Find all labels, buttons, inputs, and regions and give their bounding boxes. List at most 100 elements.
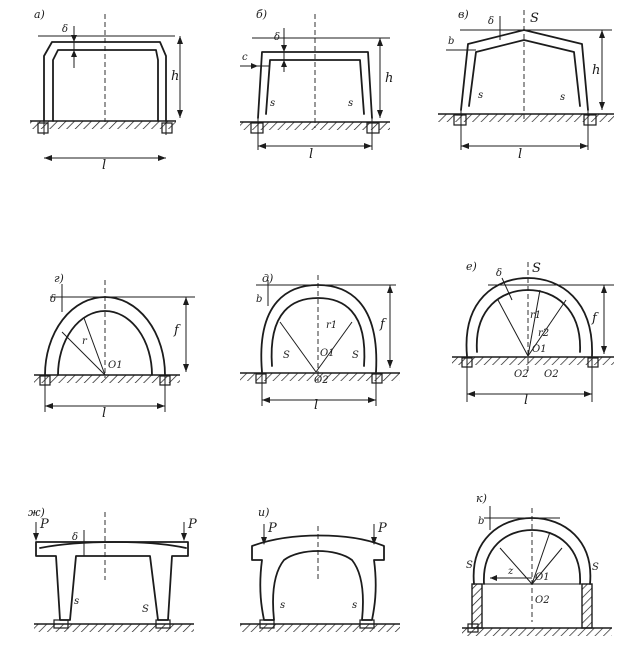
panel-zh-ground	[34, 624, 194, 632]
panel-d-s1-label: S	[283, 350, 290, 361]
panel-d-radius-line2	[315, 321, 353, 373]
panel-v: в) l h δ S b s s	[438, 8, 614, 162]
panel-k-wall-l	[472, 584, 482, 628]
panel-d-r1-label: r1	[326, 320, 337, 331]
panel-e-o1-label: O1	[532, 344, 547, 355]
panel-e-rise-arrow-b	[601, 346, 607, 354]
panel-a-height-arrow-b	[177, 110, 183, 118]
panel-b-height-arrow-b	[377, 110, 383, 118]
panel-zh-p1-arrow	[33, 533, 39, 541]
panel-i-tag: и)	[258, 506, 269, 519]
panel-g-radius-line2	[83, 317, 106, 376]
panel-g-o-label: O1	[108, 360, 123, 371]
panel-i-ground	[240, 624, 400, 632]
panel-b-frame-outer	[257, 51, 373, 119]
panel-a-tag: а)	[34, 8, 45, 21]
panel-a-support-r	[161, 122, 173, 134]
panel-e: е) r1 r2 O1 O2 O2 S δ l f	[452, 260, 614, 408]
panel-e-r2-label: r2	[538, 328, 549, 339]
panel-a: а) l h δ	[30, 8, 183, 173]
panel-v-s-top-label: S	[530, 11, 539, 26]
panel-v-height-arrow-b	[599, 102, 605, 110]
panel-v-span-label: l	[518, 147, 522, 162]
panel-k-o1-label: O1	[535, 572, 550, 583]
panel-v-s2-label: s	[560, 92, 565, 103]
panel-v-b-label: b	[448, 36, 454, 47]
panel-zh-slab-line	[39, 541, 187, 549]
panel-i-s1-label: s	[280, 600, 285, 611]
panel-d-span-label: l	[314, 398, 318, 413]
panel-i-p2-arrow	[371, 537, 377, 545]
panel-i-s2-label: s	[352, 600, 357, 611]
panel-a-frame-inner	[52, 49, 159, 122]
panel-v-height-label: h	[592, 63, 600, 78]
panel-e-span-arrow-l	[467, 391, 475, 397]
panel-k: к) b z O1 O2 S S	[462, 492, 612, 636]
panel-k-o2-label: O2	[535, 595, 550, 606]
panel-b-tag: б)	[256, 8, 267, 21]
panel-k-radius-line2	[531, 547, 563, 585]
panel-v-height-arrow-t	[599, 30, 605, 38]
panel-d-span-arrow-l	[262, 397, 270, 403]
panel-b-thk-arrow	[281, 45, 287, 52]
panel-k-arch-inner	[483, 529, 581, 585]
panel-a-height-arrow-t	[177, 36, 183, 44]
panel-i-support-l	[259, 619, 275, 629]
panel-g-radius-line	[61, 331, 106, 376]
panel-zh-p2-label: P	[187, 517, 197, 532]
panel-k-radius-line3	[531, 531, 551, 585]
panel-a-ground	[30, 121, 176, 129]
panel-b-height-arrow-t	[377, 38, 383, 46]
panel-d: д) r1 O1 O2 S S l f b	[240, 272, 400, 413]
panel-zh-thk-label: δ	[72, 532, 78, 543]
panel-a-span-arrow-l	[44, 155, 52, 161]
panel-d-radius-line1	[279, 321, 317, 373]
panel-zh-s1-label: s	[74, 596, 79, 607]
panel-g-span-arrow-l	[45, 403, 53, 409]
panel-e-rise-arrow-t	[601, 285, 607, 293]
panel-zh: ж) P P δ s S	[28, 506, 197, 632]
panel-b-s1-label: s	[270, 98, 275, 109]
panel-g-thk-label: δ	[50, 294, 56, 305]
panel-b-c-label: c	[242, 52, 248, 63]
panel-e-radius-line3	[527, 289, 541, 357]
panel-d-o2-label: O2	[314, 375, 329, 386]
panel-k-support-l	[467, 623, 479, 633]
panel-b-height-label: h	[385, 71, 393, 86]
panel-zh-s2-label: S	[142, 604, 149, 615]
panel-g: г) r O1 l f δ	[34, 272, 195, 421]
panel-a-height-label: h	[171, 69, 179, 84]
panel-g-r-label: r	[82, 336, 88, 347]
panel-g-rise-arrow-b	[183, 364, 189, 372]
panel-e-ground	[452, 357, 614, 365]
panel-d-rise-arrow-b	[387, 360, 393, 368]
panel-v-thk-label: δ	[488, 16, 494, 27]
panel-v-support-r	[583, 114, 597, 126]
panel-zh-frame	[35, 541, 189, 621]
panel-d-span-arrow-r	[368, 397, 376, 403]
panel-g-rise-arrow-t	[183, 297, 189, 305]
panel-k-tag: к)	[476, 492, 487, 505]
panel-k-s2-label: S	[592, 562, 599, 573]
panel-v-span-arrow-l	[461, 143, 469, 149]
panel-e-d-label: δ	[496, 268, 502, 279]
panel-b-span-arrow-l	[258, 143, 266, 149]
panel-e-rise-label: f	[591, 311, 599, 326]
panel-i-p1-label: P	[267, 521, 277, 536]
panel-e-span-arrow-r	[584, 391, 592, 397]
panel-zh-tag: ж)	[28, 506, 45, 519]
panel-a-span-arrow-r	[158, 155, 166, 161]
panel-b-span-arrow-r	[364, 143, 372, 149]
panel-g-span-arrow-r	[157, 403, 165, 409]
panel-a-thk-arrow	[71, 35, 77, 42]
panel-a-frame-outer	[43, 41, 167, 122]
panel-g-arch-inner	[57, 310, 153, 376]
panel-a-span-label: l	[102, 158, 106, 173]
panel-b-span-label: l	[309, 147, 313, 162]
panel-e-radius-line1	[497, 299, 529, 357]
panel-d-rise-arrow-t	[387, 285, 393, 293]
panel-zh-p1-label: P	[39, 517, 49, 532]
panel-k-wall-r	[582, 584, 592, 628]
panel-d-support-r	[371, 373, 383, 384]
panel-k-b-label: b	[478, 516, 484, 527]
